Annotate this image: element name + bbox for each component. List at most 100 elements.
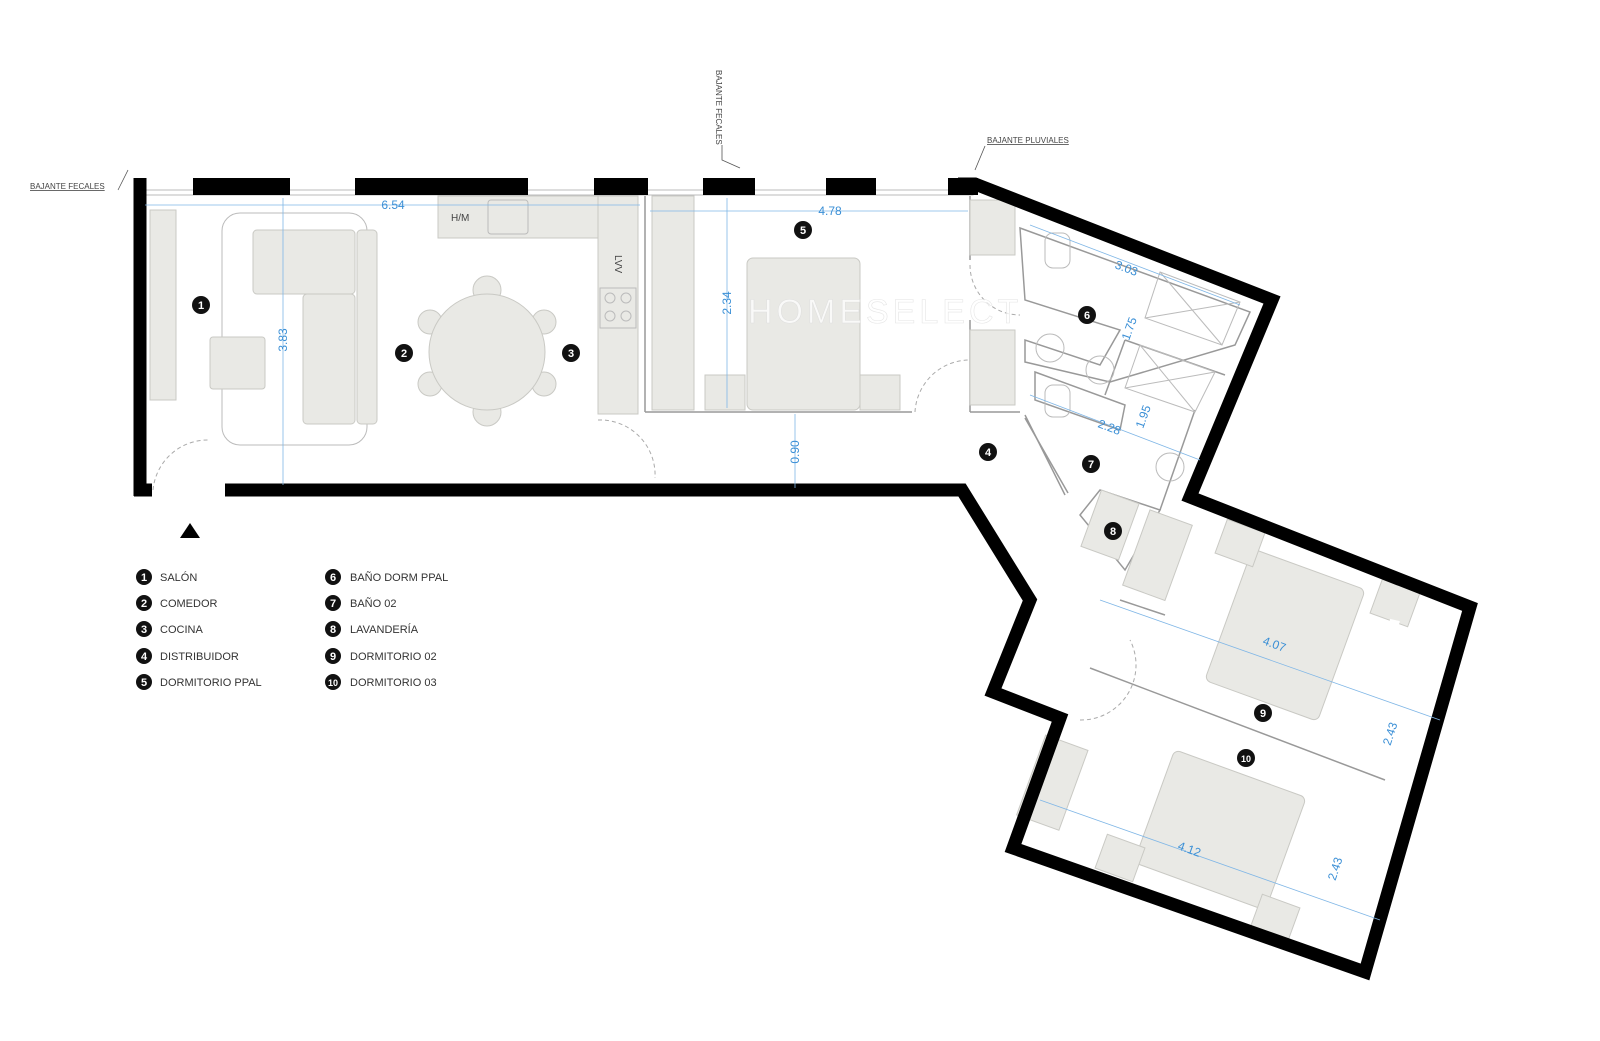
svg-text:LAVANDERÍA: LAVANDERÍA bbox=[350, 623, 419, 636]
svg-text:8: 8 bbox=[330, 624, 336, 636]
dim-dorm-ppal-width: 4.78 bbox=[818, 204, 842, 218]
washbasin-icon bbox=[1085, 355, 1115, 385]
wardrobe bbox=[651, 195, 695, 411]
svg-text:10: 10 bbox=[1241, 754, 1251, 764]
entrance-arrow-icon bbox=[180, 523, 200, 538]
svg-text:4: 4 bbox=[141, 651, 148, 663]
sink-icon bbox=[487, 199, 529, 235]
washbasin-icon bbox=[1035, 333, 1065, 363]
svg-text:DORMITORIO 03: DORMITORIO 03 bbox=[350, 677, 437, 689]
dim-corridor: 0.90 bbox=[788, 440, 802, 464]
cooktop-icon bbox=[599, 287, 637, 329]
dimension-lines bbox=[145, 198, 1441, 921]
closet bbox=[1122, 509, 1193, 602]
svg-text:BAÑO DORM PPAL: BAÑO DORM PPAL bbox=[350, 571, 448, 584]
svg-text:2: 2 bbox=[401, 348, 407, 360]
svg-text:1: 1 bbox=[198, 300, 204, 312]
svg-text:DISTRIBUIDOR: DISTRIBUIDOR bbox=[160, 651, 239, 663]
walls bbox=[133, 177, 1478, 981]
room-marker-5: 5 bbox=[794, 221, 812, 239]
legend-item-8: 8 LAVANDERÍA bbox=[325, 621, 419, 637]
room-marker-10: 10 bbox=[1237, 749, 1255, 767]
shower-icon bbox=[1124, 271, 1241, 413]
legend-item-2: 2 COMEDOR bbox=[136, 595, 218, 611]
nightstand bbox=[704, 374, 746, 411]
bajante-fecales-left-label: BAJANTE FECALES bbox=[30, 182, 105, 191]
kitchen-counter-side bbox=[597, 195, 639, 415]
legend-item-9: 9 DORMITORIO 02 bbox=[325, 648, 437, 664]
coffee-table bbox=[209, 336, 266, 390]
svg-text:COMEDOR: COMEDOR bbox=[160, 598, 218, 610]
sliding-door bbox=[1024, 417, 1069, 494]
room-marker-4: 4 bbox=[979, 443, 997, 461]
legend-item-3: 3 COCINA bbox=[136, 621, 203, 637]
dim-bano02-depth: 1.95 bbox=[1133, 403, 1154, 430]
sofa bbox=[252, 229, 356, 295]
nightstand bbox=[1214, 518, 1266, 568]
svg-text:COCINA: COCINA bbox=[160, 624, 203, 636]
dim-dorm03-depth: 2.43 bbox=[1325, 855, 1346, 882]
svg-text:3: 3 bbox=[568, 348, 574, 360]
lvv-label: LVV bbox=[612, 255, 623, 273]
dining-table bbox=[417, 275, 557, 427]
svg-text:DORMITORIO 02: DORMITORIO 02 bbox=[350, 651, 437, 663]
svg-text:BAÑO 02: BAÑO 02 bbox=[350, 597, 396, 610]
svg-text:3: 3 bbox=[141, 624, 147, 636]
dim-dorm-ppal-depth: 2.34 bbox=[720, 291, 734, 315]
bed-main bbox=[746, 257, 861, 411]
dim-salon-width: 6.54 bbox=[381, 198, 405, 212]
hm-label: H/M bbox=[451, 213, 469, 224]
svg-text:9: 9 bbox=[330, 651, 336, 663]
svg-text:6: 6 bbox=[1084, 310, 1090, 322]
svg-text:DORMITORIO PPAL: DORMITORIO PPAL bbox=[160, 677, 262, 689]
svg-text:6: 6 bbox=[330, 572, 336, 584]
svg-text:5: 5 bbox=[800, 225, 806, 237]
dim-dorm02-depth: 2.43 bbox=[1380, 720, 1401, 747]
closet bbox=[969, 199, 1016, 256]
legend-item-1: 1 SALÓN bbox=[136, 569, 197, 585]
svg-text:10: 10 bbox=[328, 678, 338, 688]
nightstand bbox=[1094, 833, 1146, 883]
room-marker-8: 8 bbox=[1104, 522, 1122, 540]
bajante-fecales-top-label: BAJANTE FECALES bbox=[714, 70, 723, 145]
washbasin-icon bbox=[1155, 452, 1185, 482]
svg-text:SALÓN: SALÓN bbox=[160, 571, 197, 584]
closet bbox=[969, 329, 1016, 406]
legend-item-7: 7 BAÑO 02 bbox=[325, 595, 396, 611]
svg-text:1: 1 bbox=[141, 572, 147, 584]
svg-text:7: 7 bbox=[330, 598, 336, 610]
bed-dorm02 bbox=[1205, 549, 1365, 721]
legend-item-4: 4 DISTRIBUIDOR bbox=[136, 648, 239, 664]
legend-item-6: 6 BAÑO DORM PPAL bbox=[325, 569, 448, 585]
svg-text:9: 9 bbox=[1260, 708, 1266, 720]
room-marker-7: 7 bbox=[1082, 455, 1100, 473]
sofa-back bbox=[356, 229, 378, 425]
room-marker-6: 6 bbox=[1078, 306, 1096, 324]
toilet-icon bbox=[1044, 232, 1071, 269]
window bbox=[1350, 806, 1375, 880]
sofa-chaise bbox=[302, 293, 356, 425]
door-swings bbox=[152, 264, 1137, 721]
bed-dorm03 bbox=[1134, 750, 1306, 910]
window bbox=[1373, 618, 1400, 692]
top-wall-segments bbox=[193, 178, 978, 195]
room-markers: 1 2 3 4 5 6 7 8 9 10 bbox=[192, 221, 1272, 767]
bajante-pluviales-label: BAJANTE PLUVIALES bbox=[987, 136, 1069, 145]
watermark: HOMESELECT bbox=[748, 293, 1022, 331]
svg-text:2: 2 bbox=[141, 598, 147, 610]
dim-salon-depth: 3.83 bbox=[276, 328, 290, 352]
legend-item-10: 10 DORMITORIO 03 bbox=[325, 674, 437, 690]
room-marker-3: 3 bbox=[562, 344, 580, 362]
svg-text:8: 8 bbox=[1110, 526, 1116, 538]
room-marker-1: 1 bbox=[192, 296, 210, 314]
sideboard bbox=[149, 209, 177, 401]
nightstand bbox=[859, 374, 901, 411]
svg-text:7: 7 bbox=[1088, 459, 1094, 471]
room-marker-2: 2 bbox=[395, 344, 413, 362]
annotations: BAJANTE FECALES BAJANTE FECALES BAJANTE … bbox=[30, 70, 1069, 538]
svg-text:4: 4 bbox=[985, 447, 992, 459]
room-marker-9: 9 bbox=[1254, 704, 1272, 722]
